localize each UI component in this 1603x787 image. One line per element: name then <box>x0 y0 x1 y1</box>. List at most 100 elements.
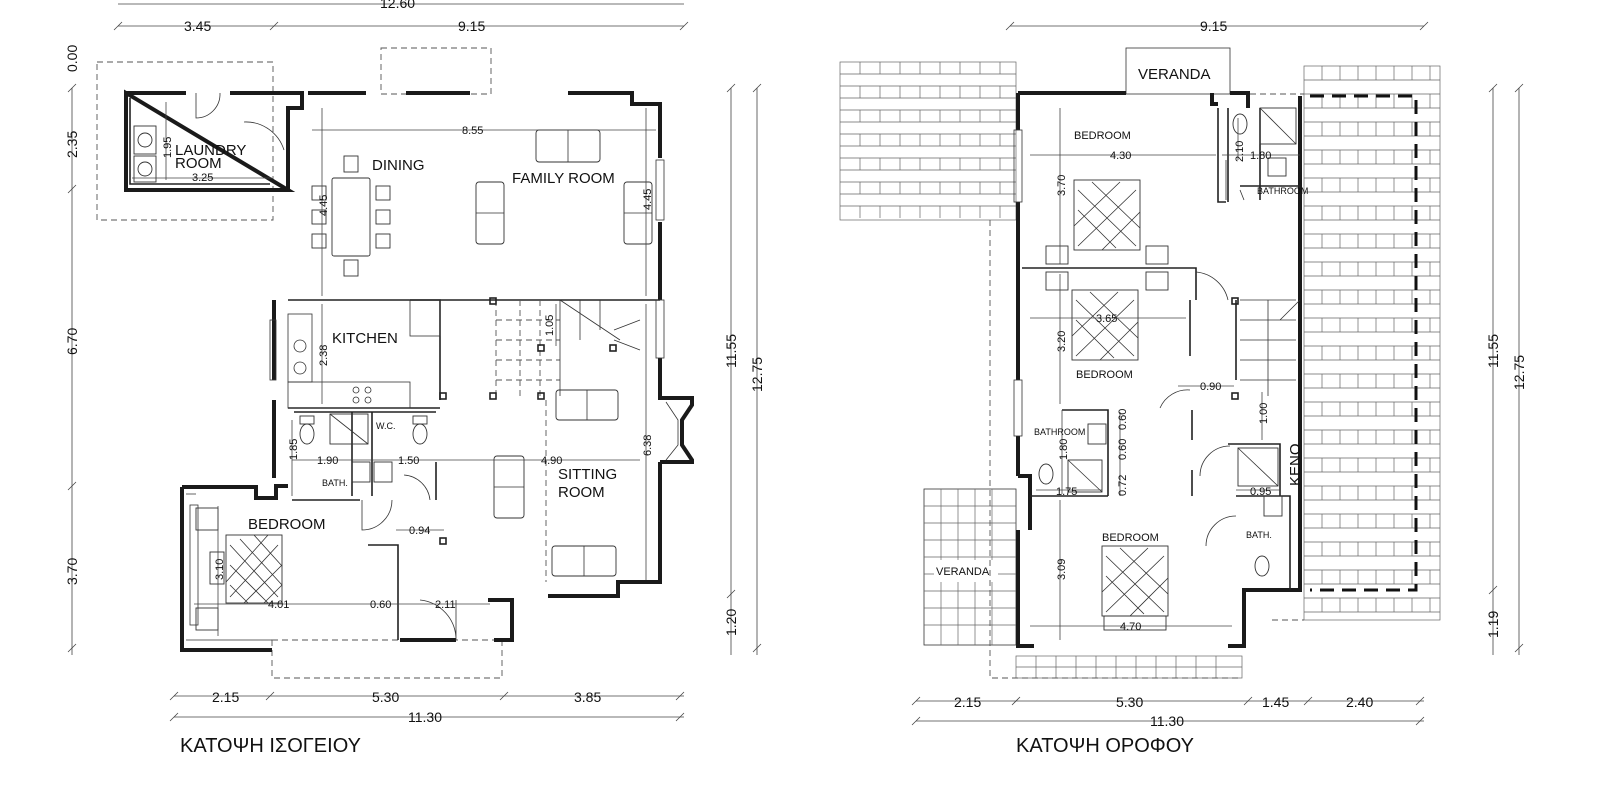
label-upper-bedroom2: BEDROOM <box>1076 369 1133 381</box>
label-upper-bedroom1: BEDROOM <box>1074 130 1131 142</box>
kitchen-window <box>269 319 277 381</box>
label-wc: W.C. <box>376 421 396 431</box>
upper-bedroom2-bed <box>1045 271 1169 361</box>
ground-floor-plan: 12.60 3.45 9.15 0.00 2.35 6.70 3.70 <box>64 0 765 757</box>
dim-left-a: 0.00 <box>64 45 80 72</box>
label-ground-bedroom: BEDROOM <box>248 516 326 533</box>
upper-dim-top: 9.15 <box>1200 18 1227 34</box>
upper-dim-180b: 1.80 <box>1058 439 1070 460</box>
upper-dim-370: 3.70 <box>1056 175 1068 196</box>
label-veranda-top: VERANDA <box>1138 66 1211 83</box>
bedroom-inner-line <box>186 493 272 641</box>
upper-dim-right-c: 1.19 <box>1485 611 1501 638</box>
ground-staircase <box>439 297 641 582</box>
dim-401: 4.01 <box>268 599 289 611</box>
dim-855: 8.55 <box>462 125 483 137</box>
label-bath: BATH. <box>322 478 348 488</box>
upper-dim-060b: 0.60 <box>1117 439 1129 460</box>
laundry-inner-door <box>243 121 285 151</box>
ground-exterior-walls <box>124 89 662 652</box>
dim-310: 3.10 <box>214 559 226 580</box>
dim-left-b: 2.35 <box>64 131 80 158</box>
upper-dim-060a: 0.60 <box>1117 409 1129 430</box>
laundry-door <box>195 92 221 119</box>
dim-bot-a: 2.15 <box>212 689 239 705</box>
fireplace-hearth <box>665 401 679 461</box>
upper-dim-309: 3.09 <box>1056 559 1068 580</box>
upper-dim-right-a: 11.55 <box>1485 334 1501 368</box>
label-family-room: FAMILY ROOM <box>512 170 615 187</box>
upper-dim-365: 3.65 <box>1096 313 1117 325</box>
ground-floor-title: ΚΑΤΟΨΗ ΙΣΟΓΕΙΟΥ <box>180 735 361 757</box>
dim-105: 1.05 <box>544 315 556 336</box>
dim-238: 2.38 <box>318 345 330 366</box>
label-keno: KENO <box>1287 443 1304 486</box>
dim-638: 6.38 <box>642 435 654 456</box>
sitting-window <box>655 299 665 359</box>
label-veranda-left: VERANDA <box>936 566 990 578</box>
entrance-door <box>419 599 457 641</box>
dim-325: 3.25 <box>192 172 213 184</box>
upper-exterior-walls <box>1016 91 1302 648</box>
upper-bath3-walls <box>1236 495 1291 590</box>
upper-bedroom3-bed <box>1101 545 1169 631</box>
label-upper-bedroom3: BEDROOM <box>1102 532 1159 544</box>
dining-table <box>311 155 391 277</box>
dim-bot-total: 11.30 <box>408 709 442 725</box>
upper-inner-walls <box>1030 300 1281 497</box>
roof-tiles-left <box>839 61 1017 221</box>
fireplace <box>658 396 694 464</box>
dim-185: 1.85 <box>288 439 300 460</box>
upper-dim-095: 0.95 <box>1250 486 1271 498</box>
kitchen-counter <box>287 299 441 409</box>
dim-top-total: 12.60 <box>380 0 415 11</box>
upper-dim-right-b: 12.75 <box>1511 355 1527 390</box>
upper-dim-072: 0.72 <box>1117 475 1129 496</box>
upper-dim-210: 2.10 <box>1234 141 1246 162</box>
bath-door <box>403 474 431 501</box>
entrance-terrace-outline <box>271 639 503 679</box>
upper-bedroom1-bed <box>1045 179 1169 265</box>
dim-top-a: 3.45 <box>184 18 211 34</box>
label-dining: DINING <box>372 157 425 174</box>
upper-dim-bot-c: 1.45 <box>1262 694 1289 710</box>
upper-dim-320: 3.20 <box>1056 331 1068 352</box>
bath1-door <box>1225 160 1245 201</box>
kitchen-pantry-wall <box>410 299 441 400</box>
dim-right-c: 1.20 <box>723 609 739 636</box>
dim-490: 4.90 <box>541 455 562 467</box>
upper-bath2-walls <box>1062 409 1193 496</box>
ground-right-dimensions: 11.55 12.75 1.20 <box>723 83 765 655</box>
dim-195: 1.95 <box>162 137 174 158</box>
upper-dim-bot-a: 2.15 <box>954 694 981 710</box>
sitting-room-sofas <box>493 389 619 577</box>
upper-dim-175: 1.75 <box>1056 486 1077 498</box>
ground-left-dimensions: 0.00 2.35 6.70 3.70 <box>64 45 80 655</box>
label-upper-bath: BATH. <box>1246 530 1272 540</box>
bedroom-closet-wall <box>368 544 399 640</box>
upper-dim-100: 1.00 <box>1258 403 1270 424</box>
upper-room-labels: BEDROOM BATHROOM BEDROOM BATHROOM KENO B… <box>1034 130 1308 544</box>
dim-094: 0.94 <box>409 525 430 537</box>
laundry-inner-wall <box>129 98 270 185</box>
dim-bot-c: 3.85 <box>574 689 601 705</box>
upper-dim-090: 0.90 <box>1200 381 1221 393</box>
upper-interior-dimensions: 4.30 2.10 1.80 3.70 3.65 3.20 0.90 1.00 … <box>1030 108 1300 640</box>
upper-dim-bot-d: 2.40 <box>1346 694 1373 710</box>
upper-dim-430: 4.30 <box>1110 150 1131 162</box>
dim-right-a: 11.55 <box>723 334 739 368</box>
family-room-sofas <box>475 129 653 245</box>
upper-doors <box>1159 271 1229 409</box>
label-upper-bathroom2: BATHROOM <box>1034 427 1085 437</box>
wc-fixtures <box>299 413 428 483</box>
label-sitting-room: ROOM <box>558 484 605 501</box>
top-terrace-outline <box>380 47 492 95</box>
bedroom2-window <box>1013 379 1023 437</box>
dim-150: 1.50 <box>398 455 419 467</box>
bedroom1-window <box>1013 129 1023 203</box>
label-laundry: LAUNDRY <box>175 142 246 159</box>
dryer <box>133 155 157 183</box>
dim-211: 2.11 <box>435 599 456 611</box>
